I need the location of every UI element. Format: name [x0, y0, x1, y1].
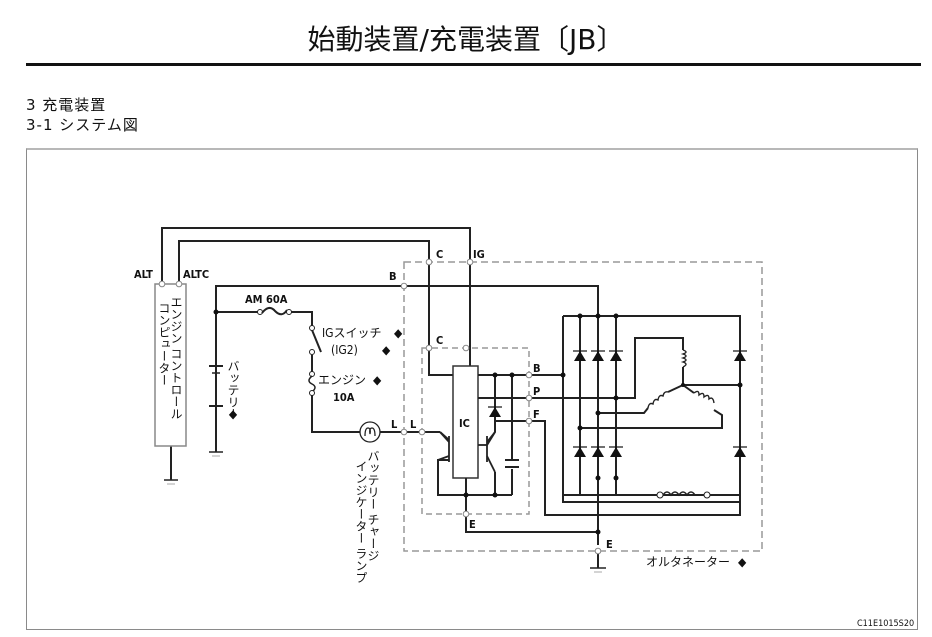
- ig-switch-label: IGスイッチ: [322, 326, 382, 340]
- rectifier-diode: [608, 446, 624, 458]
- ig-switch-sub: (IG2): [331, 343, 358, 357]
- ecu-label-line2: コンピューター: [157, 302, 171, 386]
- fuse-am-label: AM 60A: [245, 293, 288, 306]
- rectifier-diode: [590, 350, 606, 362]
- terminal-points: [158, 258, 602, 555]
- section-heading: 3 充電装置: [26, 96, 107, 114]
- fuse-engine-rating: 10A: [333, 391, 355, 404]
- terminal-label-c-inner: C: [436, 334, 443, 347]
- terminal-label-ig: IG: [473, 248, 485, 261]
- terminal-label-e-outer: E: [606, 538, 613, 551]
- terminal-label-l-outer: L: [391, 418, 398, 431]
- diagram-frame: [26, 148, 918, 630]
- junction-dots: [213, 309, 743, 535]
- transistor: [478, 431, 496, 473]
- page-title: 始動装置/充電装置〔JB〕: [307, 23, 625, 56]
- terminal-label-altc: ALTC: [183, 268, 209, 281]
- fuse-am-60a: [257, 307, 292, 316]
- alternator-label: オルタネーター: [646, 555, 730, 569]
- ecu-label-line1: エンジン コントロール: [169, 296, 183, 419]
- terminal-label-f: F: [533, 408, 540, 421]
- terminal-label-b-inner: B: [533, 362, 541, 375]
- stator-coils: [647, 349, 715, 409]
- title-rule: [26, 63, 921, 66]
- terminal-label-c-outer: C: [436, 248, 443, 261]
- wiring: [161, 227, 741, 545]
- figure-code: C11E1015S20: [857, 619, 914, 629]
- battery-mark: ◆: [229, 407, 238, 421]
- terminal-label-l-inner: L: [410, 418, 417, 431]
- ground-symbol: [209, 451, 223, 457]
- transistor: [437, 431, 450, 462]
- terminal-label-alt: ALT: [134, 268, 153, 281]
- rectifier-diode: [572, 446, 588, 458]
- ig-switch-contact: [309, 325, 315, 331]
- battery-symbol: [209, 312, 223, 407]
- rectifier-diode: [732, 446, 748, 458]
- ground-symbol: [164, 479, 178, 485]
- charge-lamp-label-line1: バッテリー チャージ: [366, 450, 380, 561]
- ecu-box: [154, 283, 187, 447]
- rectifier-diode: [572, 350, 588, 362]
- ig-switch-contact: [309, 349, 315, 355]
- ig-switch-mark: ◆: [394, 326, 403, 340]
- subsection-heading: 3-1 システム図: [26, 116, 139, 134]
- charge-lamp-label-line2: インジケーター ランプ: [354, 460, 368, 583]
- field-coil: [563, 491, 740, 499]
- rectifier-diode: [590, 446, 606, 458]
- charge-lamp-symbol: [359, 421, 381, 443]
- fuse-engine-10a: [308, 371, 316, 396]
- fuse-engine-mark: ◆: [373, 373, 382, 387]
- rectifier-diode: [608, 350, 624, 362]
- terminal-label-p: P: [533, 385, 540, 398]
- terminal-label-b-outer: B: [389, 270, 397, 283]
- ig-switch-sub-mark: ◆: [382, 343, 391, 357]
- fuse-engine-label: エンジン: [318, 373, 366, 387]
- rectifier-diode: [732, 350, 748, 362]
- capacitor: [505, 459, 519, 468]
- battery-label: バッテリー: [226, 360, 240, 420]
- regulator-diode: [487, 406, 503, 418]
- alternator-mark: ◆: [738, 555, 747, 569]
- terminal-label-e-inner: E: [469, 518, 476, 531]
- alternator-boundary: [403, 261, 763, 552]
- ic-label: IC: [459, 417, 470, 430]
